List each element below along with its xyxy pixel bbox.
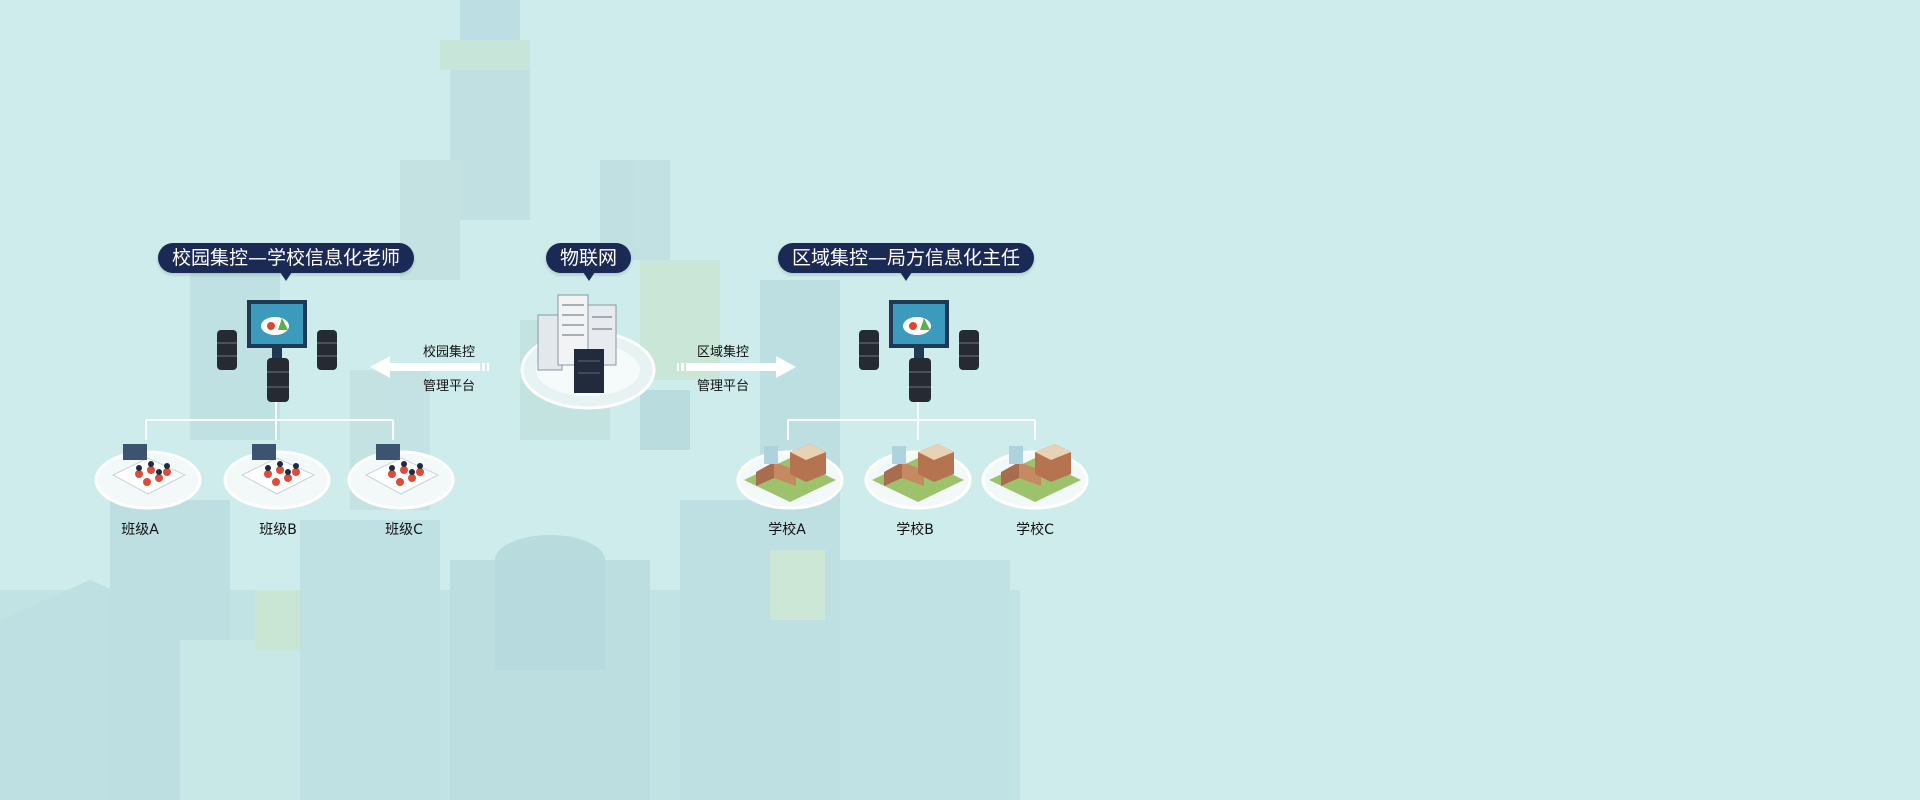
server-tower-icon <box>520 294 656 410</box>
arrow-right-label-1: 区域集控 <box>696 345 749 360</box>
arrow-right-label-2: 管理平台 <box>696 379 749 394</box>
arrow-left-label-1: 校园集控 <box>422 345 475 360</box>
school-b-label: 学校B <box>896 522 934 538</box>
class-b-label: 班级B <box>259 522 297 538</box>
database-icon <box>217 330 337 402</box>
callout-region: 区域集控—局方信息化主任 <box>778 243 1035 281</box>
school-building-icon <box>981 444 1089 510</box>
arrow-right <box>677 356 796 378</box>
callout-campus: 校园集控—学校信息化老师 <box>158 243 415 281</box>
database-icon <box>859 330 979 402</box>
classroom-icon <box>223 444 331 510</box>
classroom-icon <box>347 444 455 510</box>
school-a-label: 学校A <box>768 522 806 538</box>
monitor-cloud-icon <box>859 300 979 402</box>
class-a-label: 班级A <box>121 522 159 538</box>
school-building-icon <box>864 444 972 510</box>
arrow-left <box>370 356 489 378</box>
callout-iot: 物联网 <box>546 243 632 281</box>
classroom-icon <box>94 444 202 510</box>
school-building-icon <box>736 444 844 510</box>
arrow-left-label-2: 管理平台 <box>422 379 475 394</box>
monitor-cloud-icon <box>217 300 337 402</box>
school-c-label: 学校C <box>1016 522 1054 538</box>
class-c-label: 班级C <box>385 522 423 538</box>
